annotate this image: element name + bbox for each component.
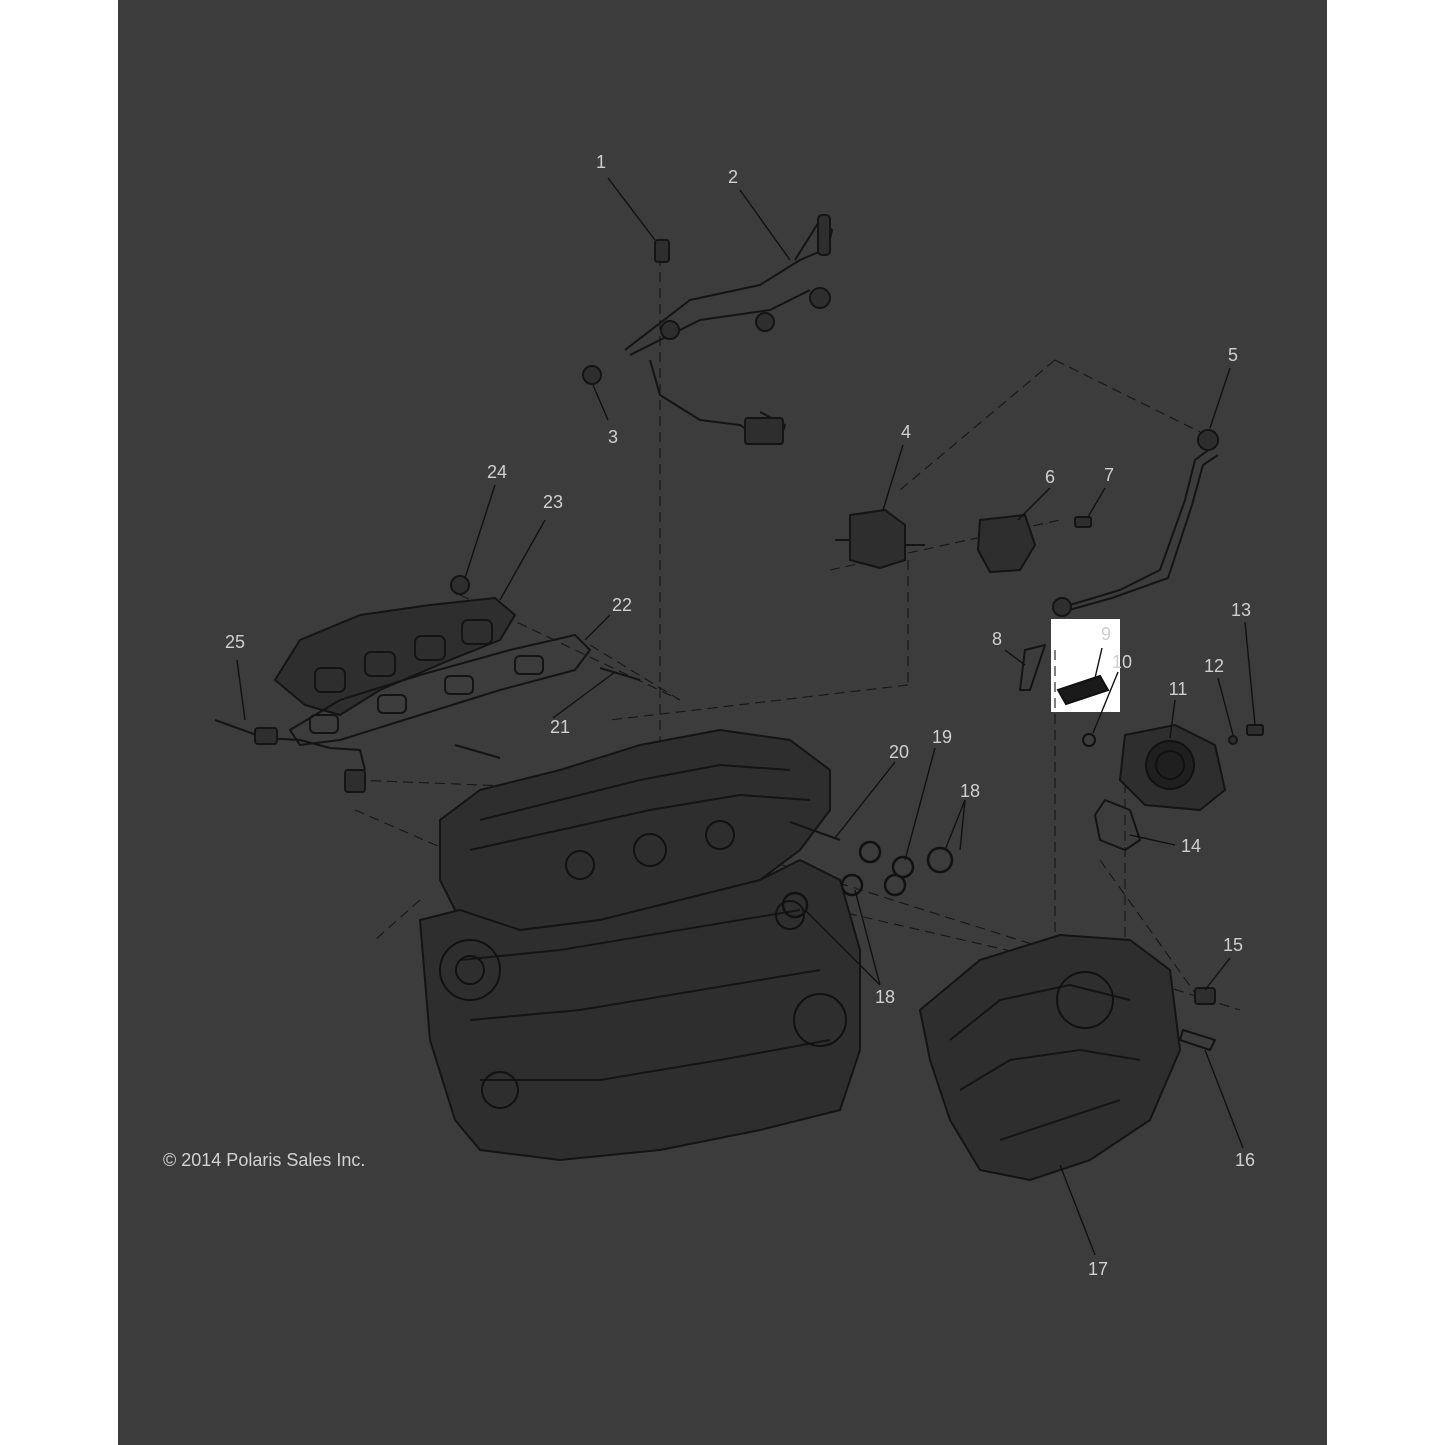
bolt-7[interactable] [1074,516,1092,528]
manifold-gasket-22[interactable] [289,634,591,746]
callout-12[interactable]: 12 [1204,656,1224,676]
callout-19[interactable]: 19 [932,727,952,747]
callout-18-lower[interactable]: 18 [875,987,895,1007]
seal-10[interactable] [1082,733,1096,747]
callout-20[interactable]: 20 [889,742,909,762]
callout-24[interactable]: 24 [487,462,507,482]
callout-15[interactable]: 15 [1223,935,1243,955]
callout-23[interactable]: 23 [543,492,563,512]
diagram-panel [118,0,1327,1445]
bolt-1[interactable] [654,239,670,263]
hose-8[interactable] [1019,644,1046,691]
bracket-6[interactable] [977,514,1036,573]
callout-8[interactable]: 8 [992,629,1002,649]
engine-block[interactable] [419,729,861,1161]
callout-18-upper[interactable]: 18 [960,781,980,801]
callout-21[interactable]: 21 [550,717,570,737]
callout-2[interactable]: 2 [728,167,738,187]
copyright-notice: © 2014 Polaris Sales Inc. [163,1150,366,1170]
callout-22[interactable]: 22 [612,595,632,615]
callout-17[interactable]: 17 [1088,1259,1108,1279]
callout-9[interactable]: 9 [1101,624,1111,644]
stud-20[interactable] [789,821,841,841]
callout-5[interactable]: 5 [1228,345,1238,365]
map-sensor-9[interactable] [1056,674,1110,706]
callout-11[interactable]: 11 [1169,679,1188,699]
callout-10[interactable]: 10 [1112,652,1132,672]
callout-1[interactable]: 1 [596,152,606,172]
hose-5[interactable] [1069,444,1216,606]
callout-6[interactable]: 6 [1045,467,1055,487]
bolt-13[interactable] [1246,724,1264,736]
callout-7[interactable]: 7 [1104,465,1114,485]
exhaust-manifold-23[interactable] [274,597,516,716]
callout-25[interactable]: 25 [225,632,245,652]
purge-valve-4[interactable] [835,509,925,569]
callout-labels: 1 2 3 4 5 6 7 8 9 10 11 12 13 14 15 16 1… [225,152,1255,1279]
seal-3[interactable] [582,365,602,385]
callout-13[interactable]: 13 [1231,600,1251,620]
callout-16[interactable]: 16 [1235,1150,1255,1170]
nut-24[interactable] [450,575,470,595]
nut-15[interactable] [1194,987,1216,1005]
washer-12[interactable] [1228,735,1238,745]
intake-manifold-17[interactable] [919,934,1181,1181]
seals-18-19[interactable] [781,840,954,919]
leader-lines [236,177,1256,1256]
gasket-14[interactable] [1094,799,1141,851]
throttle-body-11[interactable] [1119,724,1226,811]
studs-21[interactable] [454,667,641,759]
callout-14[interactable]: 14 [1181,836,1201,856]
callout-3[interactable]: 3 [608,427,618,447]
callout-4[interactable]: 4 [901,422,911,442]
bolt-16[interactable] [1179,1029,1216,1051]
fuel-rail-assembly[interactable] [582,214,833,445]
oxygen-sensor-25[interactable] [214,719,366,793]
